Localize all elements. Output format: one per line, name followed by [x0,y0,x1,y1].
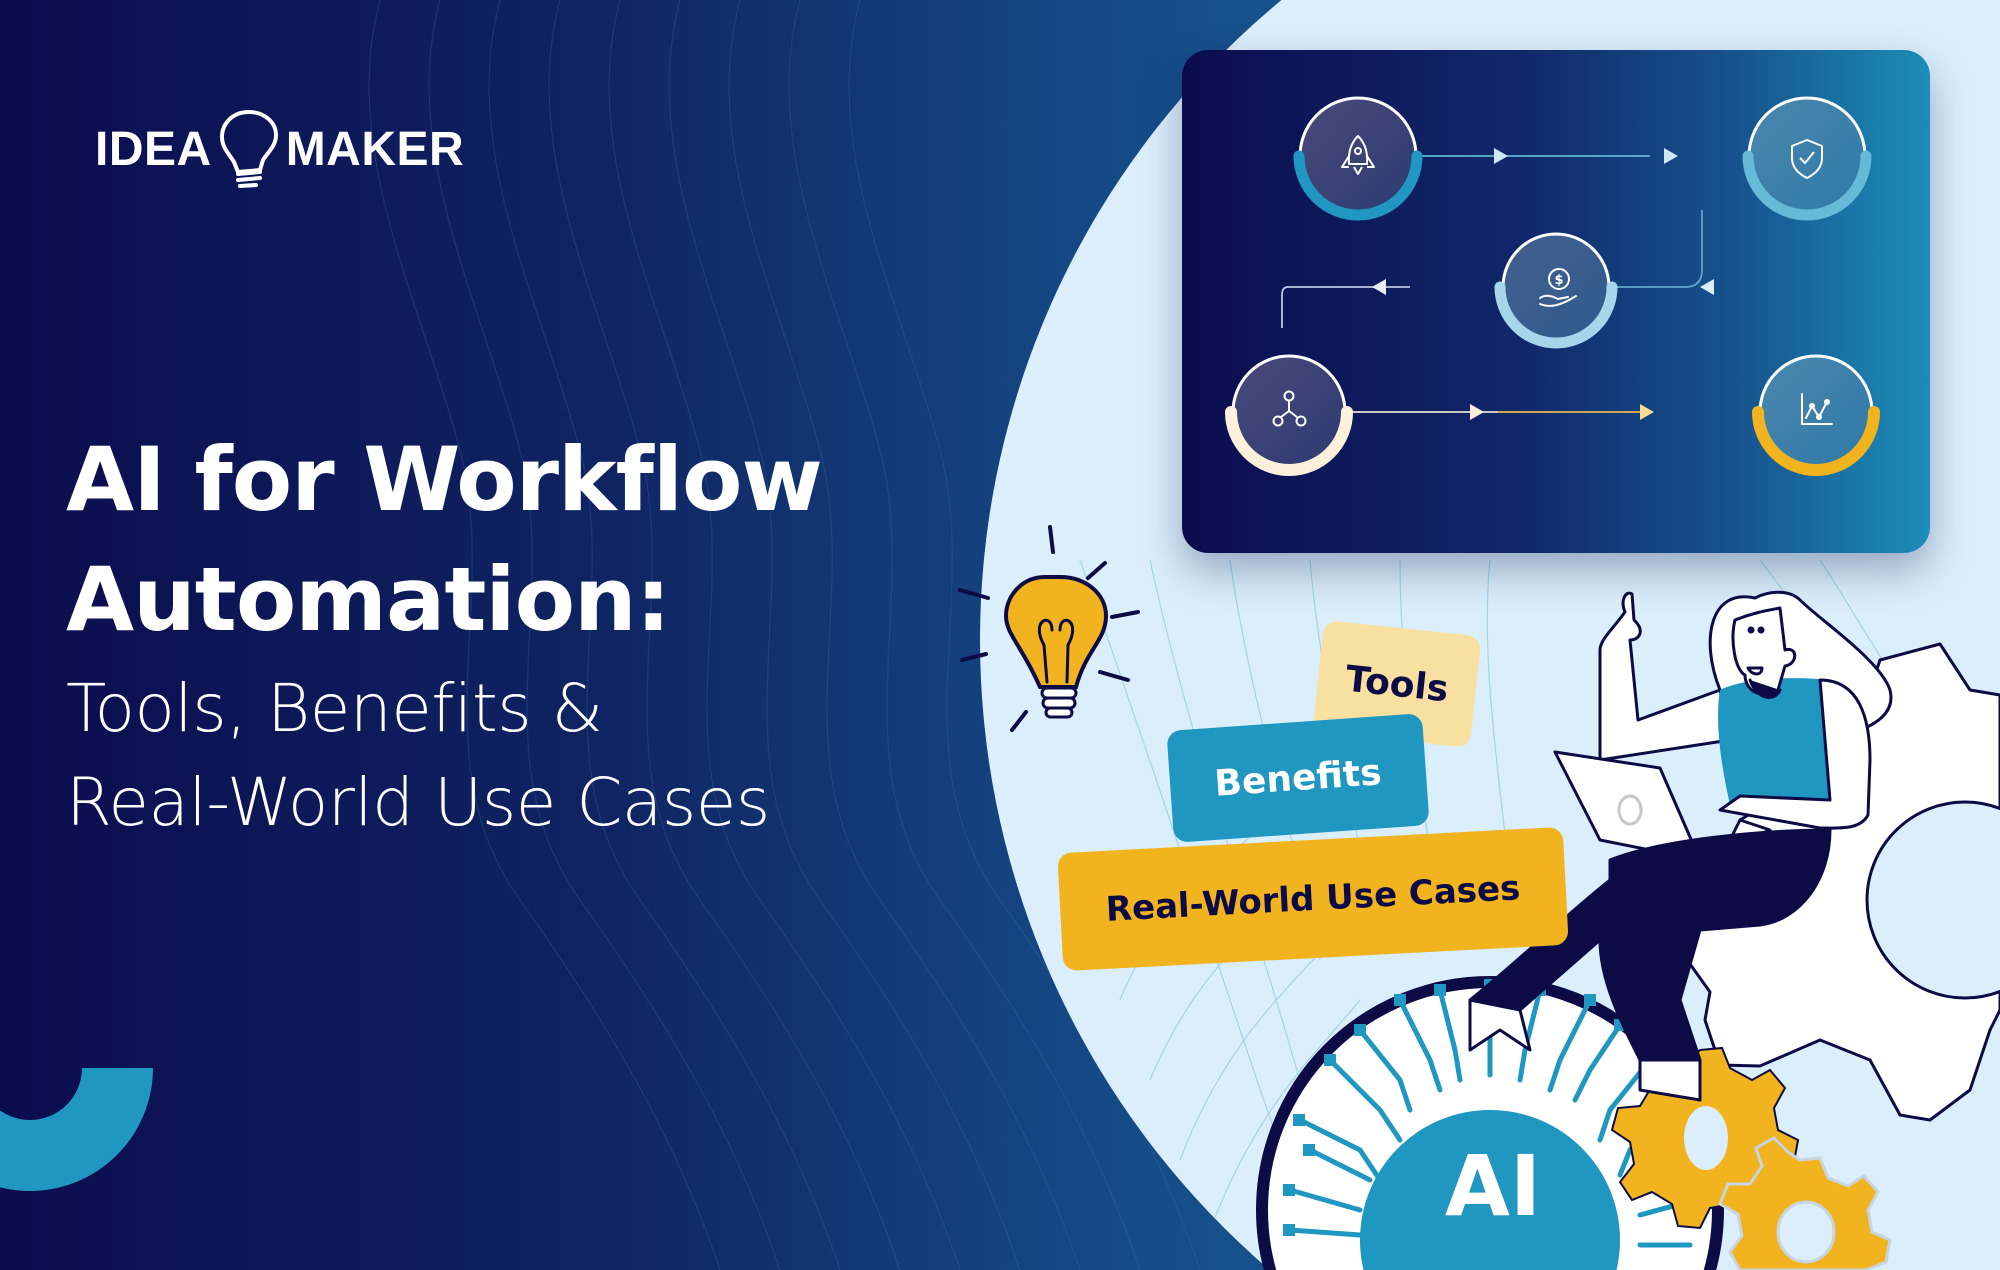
gear-icon [1718,1136,1892,1270]
tag-real-world-label: Real-World Use Cases [1104,868,1522,930]
hand-dollar-icon: $ [1539,268,1577,307]
page-subtitle-line-1: Tools, Benefits & [66,670,603,747]
logo-text-maker: MAKER [285,122,465,176]
page-title-line-2: Automation: [66,548,671,651]
shield-check-icon [1791,139,1823,179]
network-nodes-icon [1272,390,1307,427]
logo-text-idea: IDEA [95,122,212,176]
tag-tools-label: Tools [1343,658,1451,710]
brand-logo[interactable]: IDEA MAKER [95,106,464,192]
ai-chip: AI [1256,976,1724,1270]
rocket-icon [1341,135,1375,175]
arrow-markers [1372,148,1714,420]
person-with-laptop [1468,590,1893,1102]
lightbulb-icon [958,525,1140,732]
line-chart-icon [1801,393,1833,425]
workflow-node-analytics[interactable] [1752,354,1880,476]
workflow-node-finance[interactable]: $ [1494,232,1618,349]
tag-benefits[interactable]: Benefits [1166,713,1430,843]
workflow-diagram-panel: $ [1182,50,1930,553]
page-subtitle-line-2: Real-World Use Cases [66,764,770,841]
ai-chip-label: AI [1445,1137,1541,1235]
svg-text:$: $ [1554,273,1563,288]
decorative-arc [0,1068,153,1191]
workflow-node-network[interactable] [1225,354,1353,476]
lightbulb-icon [219,109,278,188]
tag-benefits-label: Benefits [1213,751,1383,805]
workflow-node-rocket[interactable] [1293,96,1423,221]
workflow-diagram: $ [1225,96,1880,476]
hero-title-block: AI for Workflow Automation: Tools, Benef… [66,420,823,848]
page-title-line-1: AI for Workflow [66,428,823,531]
workflow-node-shield[interactable] [1742,96,1872,221]
